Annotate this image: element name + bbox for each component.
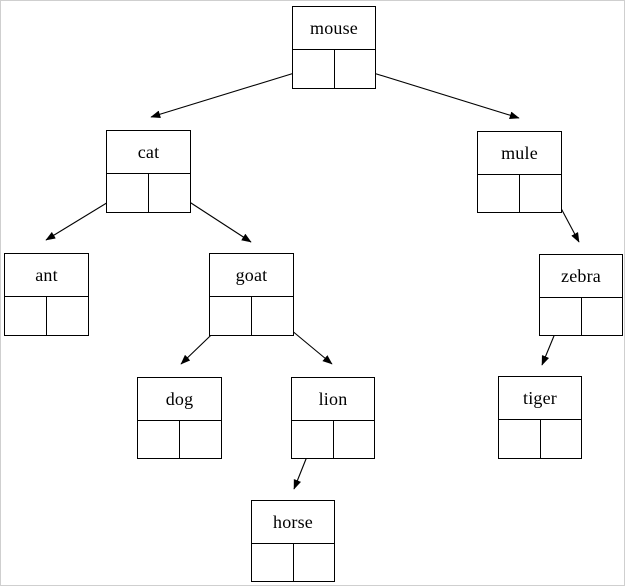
- tree-node-dog[interactable]: dog: [137, 377, 222, 459]
- left-pointer-cell[interactable]: [107, 174, 148, 212]
- tree-node-pointer-cells: [210, 296, 293, 335]
- tree-node-horse[interactable]: horse: [251, 500, 335, 582]
- left-pointer-cell[interactable]: [292, 421, 333, 458]
- left-pointer-cell[interactable]: [210, 297, 251, 335]
- right-pointer-cell[interactable]: [46, 297, 88, 335]
- tree-node-lion[interactable]: lion: [291, 377, 375, 459]
- tree-node-pointer-cells: [293, 49, 375, 88]
- right-pointer-cell[interactable]: [580, 298, 623, 335]
- tree-node-pointer-cells: [138, 420, 221, 458]
- right-pointer-cell[interactable]: [292, 544, 335, 581]
- tree-node-pointer-cells: [252, 543, 334, 581]
- left-pointer-cell[interactable]: [138, 421, 179, 458]
- left-pointer-cell[interactable]: [499, 420, 540, 458]
- edge-mouse-left-to-cat: [150, 66, 315, 118]
- tree-node-label: zebra: [561, 266, 601, 286]
- left-pointer-cell[interactable]: [5, 297, 46, 335]
- tree-node-label: dog: [165, 389, 194, 409]
- right-pointer-cell[interactable]: [539, 420, 582, 458]
- tree-node-label: ant: [35, 265, 58, 285]
- tree-node-zebra[interactable]: zebra: [539, 254, 623, 336]
- tree-node-tiger[interactable]: tiger: [498, 376, 582, 459]
- right-pointer-cell[interactable]: [148, 174, 190, 212]
- tree-node-label: mouse: [310, 18, 358, 38]
- edge-mouse-right-to-mule: [353, 66, 520, 119]
- tree-node-label: tiger: [523, 388, 557, 408]
- tree-node-pointer-cells: [478, 174, 561, 212]
- tree-node-pointer-cells: [107, 173, 190, 212]
- tree-node-goat[interactable]: goat: [209, 253, 294, 336]
- left-pointer-cell[interactable]: [252, 544, 293, 581]
- tree-node-label: horse: [273, 512, 313, 532]
- tree-node-pointer-cells: [5, 296, 88, 335]
- tree-node-mouse[interactable]: mouse: [292, 6, 376, 89]
- tree-node-ant[interactable]: ant: [4, 253, 89, 336]
- right-pointer-cell[interactable]: [333, 50, 376, 88]
- tree-node-pointer-cells: [499, 419, 581, 458]
- tree-node-pointer-cells: [292, 420, 374, 458]
- right-pointer-cell[interactable]: [251, 297, 293, 335]
- tree-node-cat[interactable]: cat: [106, 130, 191, 213]
- right-pointer-cell[interactable]: [332, 421, 375, 458]
- left-pointer-cell[interactable]: [540, 298, 581, 335]
- tree-node-label: mule: [501, 143, 538, 163]
- tree-node-pointer-cells: [540, 297, 622, 335]
- right-pointer-cell[interactable]: [179, 421, 221, 458]
- left-pointer-cell[interactable]: [293, 50, 334, 88]
- left-pointer-cell[interactable]: [478, 175, 519, 212]
- tree-node-label: cat: [137, 142, 160, 162]
- right-pointer-cell[interactable]: [519, 175, 561, 212]
- tree-node-label: lion: [318, 389, 348, 409]
- tree-node-label: goat: [235, 265, 268, 285]
- tree-node-mule[interactable]: mule: [477, 131, 562, 213]
